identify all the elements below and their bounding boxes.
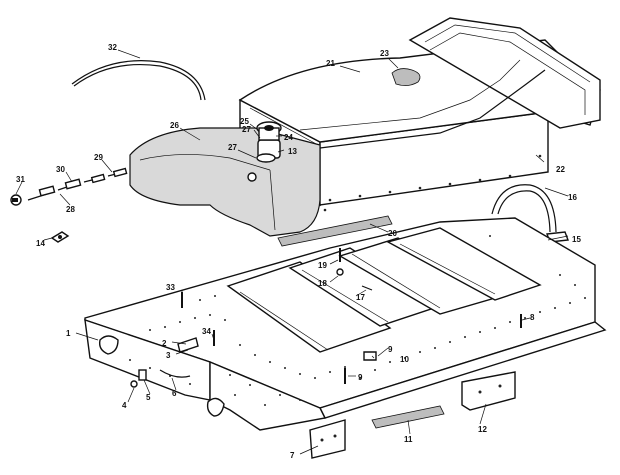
callout-12: 12 [478,425,487,434]
callout-30: 30 [56,165,65,174]
callout-34: 34 [202,327,211,336]
callout-26: 26 [170,121,179,130]
callout-21: 21 [326,59,335,68]
clip-part [50,231,70,243]
bracket-12 [461,371,516,411]
callout-23: 23 [380,49,389,58]
bracket-7 [309,419,346,459]
cable-assembly [10,167,128,206]
callout-19: 19 [318,261,327,270]
callout-22: 22 [556,165,565,174]
callout-18: 18 [318,279,327,288]
chassis-tunnel [84,217,607,431]
pad-11 [371,405,445,429]
vent-tube [491,184,557,233]
callout-29: 29 [94,153,103,162]
callout-31: 31 [16,175,25,184]
callout-28: 28 [66,205,75,214]
callout-3: 3 [166,351,171,360]
callout-1: 1 [66,329,71,338]
callout-9-upper: 9 [388,345,393,354]
foam-strip [277,215,393,247]
callout-25: 25 [240,117,249,126]
callout-24: 24 [284,133,293,142]
callout-32: 32 [108,43,117,52]
fasteners [130,248,522,388]
callout-27: 27 [242,125,251,134]
callout-16: 16 [568,193,577,202]
callout-15: 15 [572,235,581,244]
callout-33: 33 [166,283,175,292]
callout-10: 10 [400,355,409,364]
callout-2: 2 [162,339,167,348]
callout-13: 13 [288,147,297,156]
callout-8: 8 [530,313,535,322]
callout-20: 20 [388,229,397,238]
callout-11: 11 [404,435,413,444]
fuel-tank [129,121,321,237]
seat-assembly [238,17,601,212]
callout-5: 5 [146,393,151,402]
fuel-line [71,60,206,101]
leader-lines [15,49,569,455]
callout-14: 14 [36,239,45,248]
callout-17: 17 [356,293,365,302]
callout-labels: 32 21 23 26 25 27 24 13 27 29 30 31 28 1… [16,43,581,460]
callout-4: 4 [122,401,127,410]
callout-9-lower: 9 [358,373,363,382]
callout-27b: 27 [228,143,237,152]
callout-7: 7 [290,451,295,460]
callout-6: 6 [172,389,177,398]
